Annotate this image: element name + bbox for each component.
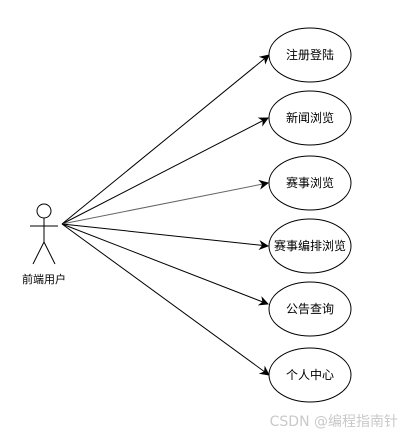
use-case-ellipse <box>268 155 352 211</box>
association-line-schedule <box>61 223 269 251</box>
association-line-register <box>61 54 270 225</box>
use-case-register: 注册登陆 <box>268 27 352 83</box>
use-case-ellipse <box>268 218 352 274</box>
actor-left-leg <box>32 241 45 265</box>
use-case-label: 个人中心 <box>286 367 334 382</box>
use-case-news: 新闻浏览 <box>268 90 352 146</box>
actor-head <box>36 203 52 219</box>
actor-right-leg <box>43 241 56 265</box>
association-line-match <box>61 179 269 225</box>
use-case-label: 赛事编排浏览 <box>274 238 346 253</box>
use-case-ellipse <box>268 27 352 83</box>
use-case-notice: 公告查询 <box>268 281 352 337</box>
use-case-match: 赛事浏览 <box>268 155 352 211</box>
association-line-notice <box>61 223 269 306</box>
association-line-profile <box>61 223 270 376</box>
use-case-ellipse <box>268 347 352 403</box>
actor-label: 前端用户 <box>22 272 66 286</box>
actor: 前端用户 <box>22 203 66 286</box>
use-case-schedule: 赛事编排浏览 <box>268 218 352 274</box>
use-case-label: 公告查询 <box>286 302 334 316</box>
use-case-ellipse <box>268 90 352 146</box>
use-case-label: 新闻浏览 <box>286 110 334 125</box>
use-case-label: 赛事浏览 <box>286 175 334 190</box>
association-line-news <box>61 117 269 225</box>
use-case-label: 注册登陆 <box>286 47 334 62</box>
use-case-profile: 个人中心 <box>268 347 352 403</box>
watermark-text: CSDN @编程指南针 <box>269 414 398 430</box>
associations <box>61 54 270 376</box>
use-case-ellipse <box>268 281 352 337</box>
